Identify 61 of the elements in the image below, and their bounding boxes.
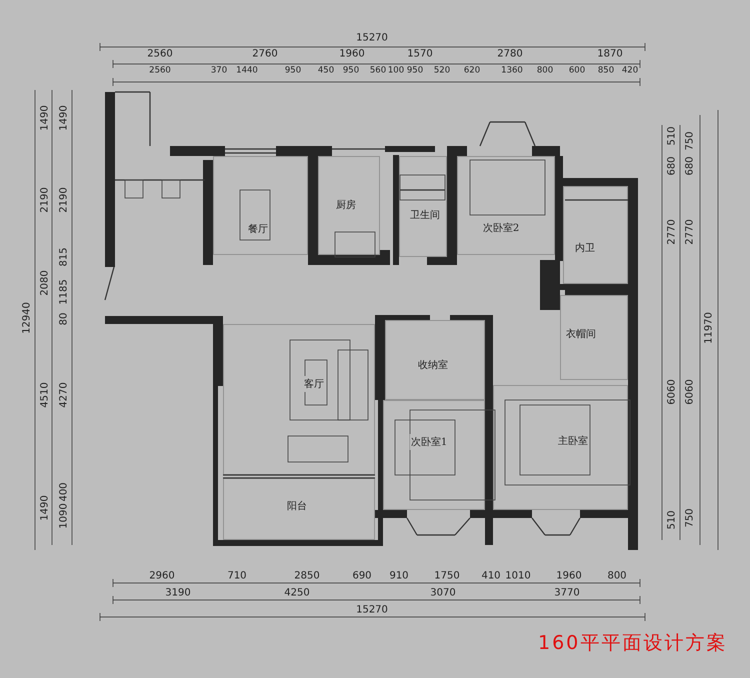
dimension-text: 1090 <box>58 502 70 530</box>
dimension-text: 2960 <box>148 570 176 582</box>
dimension-text: 1870 <box>596 48 624 60</box>
dimension-text: 4510 <box>40 381 50 409</box>
dimension-text: 750 <box>684 507 696 529</box>
caption: 160平平面设计方案 <box>538 631 728 656</box>
room-outline <box>385 320 485 400</box>
dimension-text: 510 <box>666 509 678 531</box>
dimension-text: 2780 <box>496 48 524 60</box>
dimension-text: 800 <box>606 570 628 582</box>
room-outline <box>560 295 628 380</box>
dimension-text: 4270 <box>58 381 70 409</box>
room-outline <box>213 156 308 255</box>
room-name: 次卧室1 <box>410 434 448 450</box>
dimension-text: 1490 <box>58 104 70 132</box>
dimension-text: 2850 <box>293 570 321 582</box>
dimension-text: 11970 <box>704 311 714 345</box>
dimension-text: 2770 <box>684 218 696 246</box>
dimension-text: 680 <box>684 155 696 177</box>
room-name: 客厅 <box>303 376 325 392</box>
dimension-text: 815 <box>58 246 70 268</box>
dimension-text: 1570 <box>406 48 434 60</box>
dimension-text: 1490 <box>40 494 50 522</box>
dimension-text: 1185 <box>58 278 70 306</box>
dimension-text: 710 <box>226 570 248 582</box>
dimension-text: 1490 <box>40 104 50 132</box>
room-outline <box>223 324 375 475</box>
dimension-text: 2770 <box>666 218 678 246</box>
dimension-text: 6060 <box>684 378 696 406</box>
dimension-text: 80 <box>58 312 70 326</box>
dimension-text: 12940 <box>22 301 32 335</box>
room-outline <box>223 478 375 540</box>
room-outline <box>318 156 380 255</box>
dimension-text: 15270 <box>355 604 389 616</box>
room-outline <box>383 400 485 510</box>
dimension-text: 690 <box>351 570 373 582</box>
dimension-text: 2190 <box>58 186 70 214</box>
dimension-text: 15270 <box>355 32 389 44</box>
room-outline <box>399 156 447 257</box>
dimension-text: 410 <box>480 570 502 582</box>
dimension-text: 400 <box>58 481 70 503</box>
dimension-text: 3190 <box>164 588 192 598</box>
dimension-text: 1960 <box>338 48 366 60</box>
dimension-text: 510 <box>666 125 678 147</box>
dimension-text: 910 <box>388 570 410 582</box>
room-outline <box>563 186 628 284</box>
dimension-text: 2190 <box>40 186 50 214</box>
dimension-text: 750 <box>684 130 696 152</box>
dimension-text: 1010 <box>504 570 532 582</box>
dimension-text: 6060 <box>666 378 678 406</box>
dimension-text: 3070 <box>429 588 457 598</box>
room-outline <box>457 156 555 255</box>
room-outline <box>493 385 628 510</box>
dimension-text: 1750 <box>433 570 461 582</box>
dimension-text: 3770 <box>553 588 581 598</box>
dimension-text: 1960 <box>555 570 583 582</box>
dimension-text: 2760 <box>251 48 279 60</box>
dimension-text: 2080 <box>40 269 50 297</box>
dimension-text: 2560 <box>146 48 174 60</box>
dimension-text: 4250 <box>283 588 311 598</box>
dimension-text: 680 <box>666 155 678 177</box>
